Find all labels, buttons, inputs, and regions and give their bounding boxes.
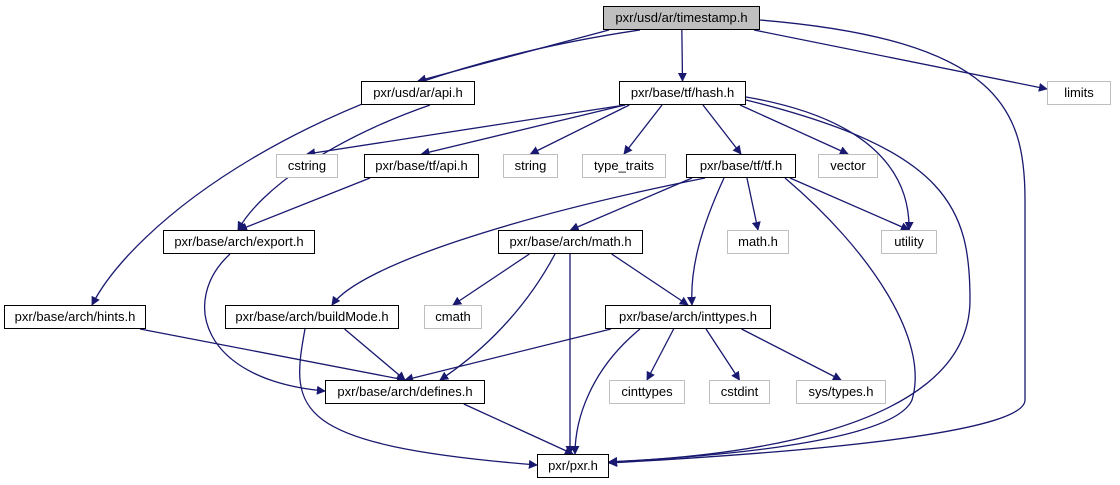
node-type_traits: type_traits: [582, 154, 666, 178]
node-cstring: cstring: [276, 154, 338, 178]
node-pxr[interactable]: pxr/pxr.h: [537, 454, 609, 478]
node-tfapi[interactable]: pxr/base/tf/api.h: [364, 154, 479, 178]
edge-hash-to-utility: [745, 96, 914, 231]
edge-tf-to-utility: [789, 177, 910, 231]
edge-hash-to-tf: [702, 104, 742, 155]
edge-ts-to-hash: [677, 29, 687, 82]
edge-archmath-to-inttypes: [611, 253, 689, 306]
node-utility: utility: [881, 230, 937, 254]
edge-hash-to-vector: [739, 104, 849, 155]
edge-hash-to-cstring: [306, 104, 626, 158]
node-mathh: math.h: [727, 230, 789, 254]
edge-ts-to-limits: [753, 29, 1048, 92]
node-cinttypes: cinttypes: [609, 380, 685, 404]
edge-inttypes-to-defines: [404, 328, 612, 383]
node-export[interactable]: pxr/base/arch/export.h: [163, 230, 315, 254]
edge-defines-to-pxr: [463, 403, 574, 455]
edge-buildMode-to-defines: [344, 328, 406, 381]
node-systypes: sys/types.h: [796, 380, 886, 404]
edge-tf-to-mathh: [746, 177, 761, 231]
edge-tf-to-pxr: [608, 177, 916, 466]
edge-ts-to-pxr: [608, 19, 1026, 468]
edge-tfapi-to-export: [238, 177, 371, 232]
edge-ts-to-hints: [91, 29, 641, 306]
node-usdapi[interactable]: pxr/usd/ar/api.h: [361, 81, 475, 105]
node-archmath[interactable]: pxr/base/arch/math.h: [498, 230, 643, 254]
edge-inttypes-to-cinttypes: [646, 328, 675, 381]
edge-tf-to-archmath: [569, 177, 693, 231]
edge-hash-to-tfapi: [420, 104, 626, 157]
node-cmath: cmath: [424, 305, 482, 329]
node-defines[interactable]: pxr/base/arch/defines.h: [325, 380, 485, 404]
edge-buildMode-to-pxr: [299, 328, 538, 469]
edge-hash-to-type_traits: [623, 104, 663, 155]
edge-archmath-to-defines: [439, 253, 556, 381]
node-ts[interactable]: pxr/usd/ar/timestamp.h: [603, 6, 760, 30]
edge-hints-to-defines: [139, 328, 406, 383]
edge-tf-to-buildMode: [331, 177, 706, 306]
node-hash[interactable]: pxr/base/tf/hash.h: [619, 81, 746, 105]
edge-hash-to-pxr: [608, 99, 971, 467]
node-limits: limits: [1047, 81, 1111, 105]
edge-inttypes-to-systypes: [741, 328, 842, 381]
edge-inttypes-to-cstdint: [705, 328, 741, 381]
edge-archmath-to-cmath: [452, 253, 530, 306]
edge-export-to-defines: [204, 253, 326, 395]
node-vector: vector: [818, 154, 878, 178]
edge-tf-to-inttypes: [687, 177, 725, 306]
node-inttypes[interactable]: pxr/base/arch/inttypes.h: [605, 305, 771, 329]
node-cstdint: cstdint: [709, 380, 770, 404]
node-hints[interactable]: pxr/base/arch/hints.h: [4, 305, 146, 329]
node-tf[interactable]: pxr/base/tf/tf.h: [686, 154, 796, 178]
node-string: string: [503, 154, 558, 178]
edge-inttypes-to-pxr: [570, 328, 641, 455]
edge-hash-to-string: [529, 104, 630, 155]
node-buildMode[interactable]: pxr/base/arch/buildMode.h: [225, 305, 399, 329]
